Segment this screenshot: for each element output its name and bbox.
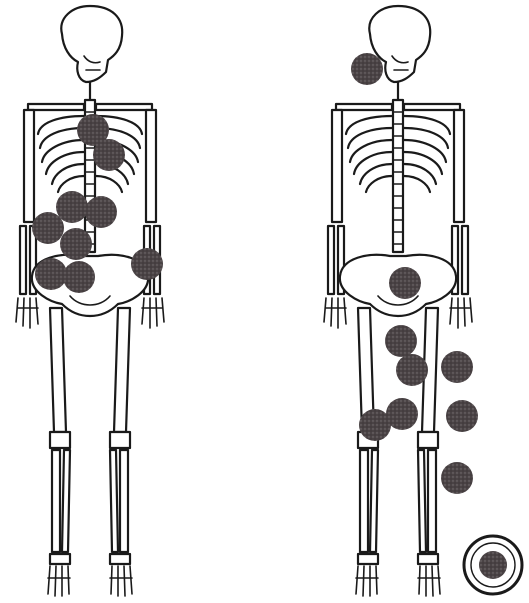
marker (85, 196, 117, 228)
marker (32, 212, 64, 244)
marker (351, 53, 383, 85)
marker (386, 398, 418, 430)
marker (396, 354, 428, 386)
marker (441, 351, 473, 383)
ringed-marker (464, 536, 522, 594)
marker (389, 267, 421, 299)
marker (446, 400, 478, 432)
marker (385, 325, 417, 357)
skeleton-left (16, 6, 164, 596)
marker (63, 261, 95, 293)
skeleton-right (324, 6, 472, 596)
marker (35, 258, 67, 290)
marker (93, 139, 125, 171)
marker (441, 462, 473, 494)
marker (60, 228, 92, 260)
marker (56, 191, 88, 223)
marker (131, 248, 163, 280)
